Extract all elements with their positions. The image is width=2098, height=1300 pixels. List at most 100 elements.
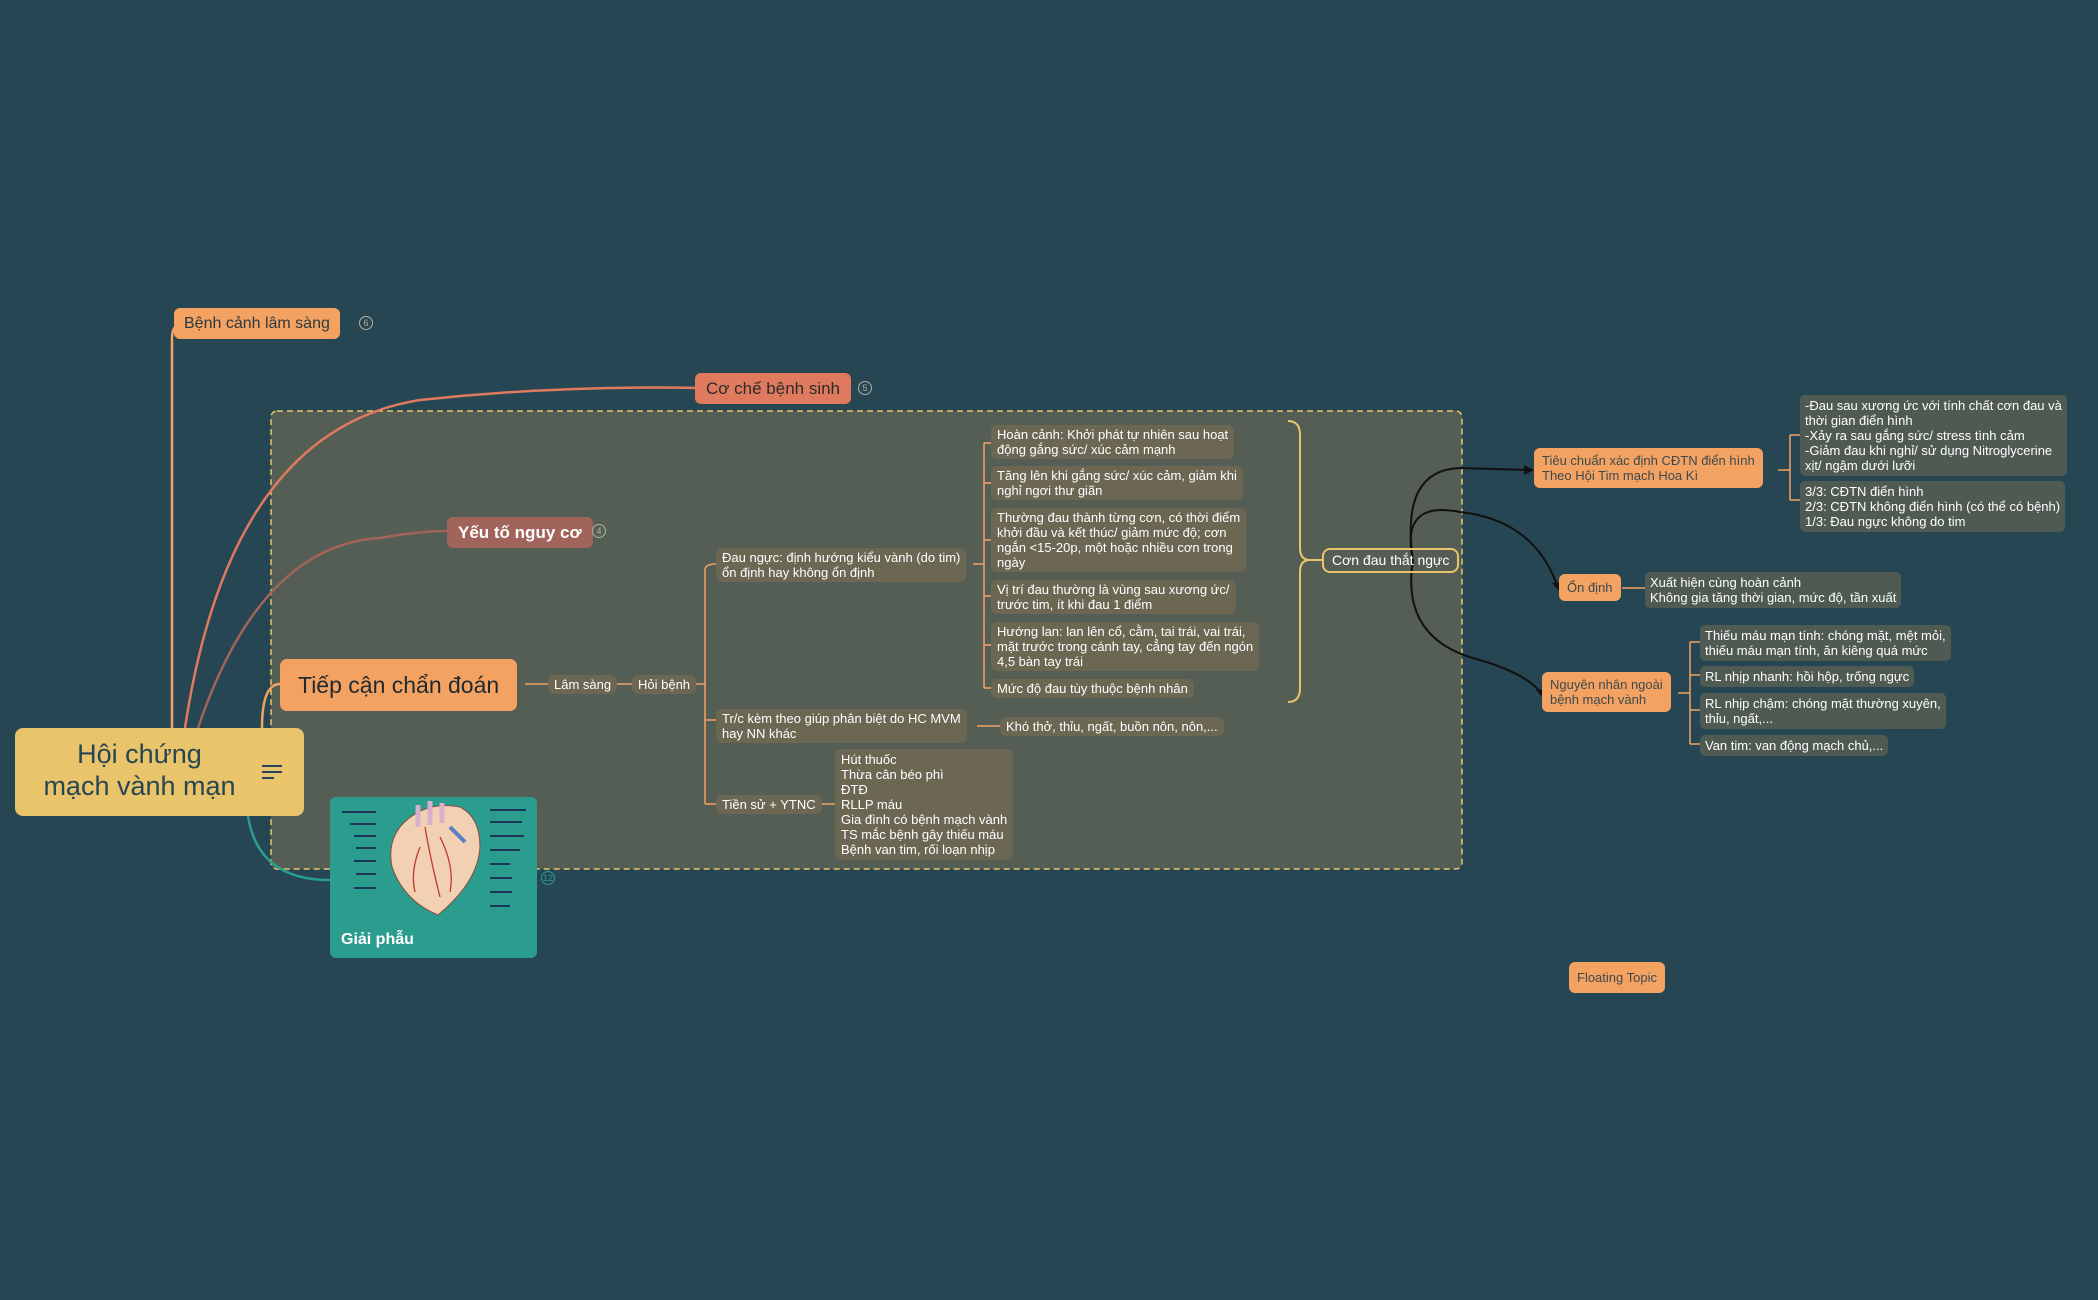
on-dinh-label: Ổn định [1567, 580, 1613, 595]
topic-hoi-benh-label: Hỏi bệnh [638, 677, 691, 692]
topic-yeu-to-label: Yếu tố nguy cơ [458, 523, 582, 542]
risk-item: Hút thuốc [841, 752, 897, 767]
detail-huong-lan[interactable]: Hướng lan: lan lên cổ, cằm, tai trái, va… [991, 622, 1260, 671]
detail-line: trước tim, ít khi đau 1 điểm [997, 597, 1153, 612]
on-dinh-note-line: Không gia tăng thời gian, mức độ, tần xu… [1650, 590, 1897, 605]
link-tiep-can [260, 682, 281, 729]
criteria-line: -Giảm đau khi nghỉ/ sử dụng Nitroglyceri… [1805, 443, 2053, 458]
detail-line: động gắng sức/ xúc cảm mạnh [997, 442, 1176, 457]
summary-label: Cơn đau thắt ngực [1332, 552, 1450, 568]
criteria-line: xịt/ ngậm dưới lưỡi [1805, 458, 1916, 473]
link-hoi-benh-children [693, 563, 717, 805]
trc-kem-line2: hay NN khác [722, 726, 797, 741]
link-nguyen-nhan-items [1678, 641, 1700, 745]
result-line: 1/3: Đau ngực không do tim [1805, 514, 1966, 529]
risk-item: TS mắc bệnh gây thiếu máu [841, 827, 1004, 842]
topic-nguyen-nhan[interactable]: Nguyên nhân ngoài bệnh mạch vành [1542, 672, 1671, 712]
link-yeu-to [196, 529, 448, 729]
cause-line: thiếu máu mạn tính, ăn kiêng quá mức [1705, 643, 1928, 658]
cause-rl-nhip-nhanh[interactable]: RL nhịp nhanh: hồi hộp, trống ngực [1700, 666, 1915, 687]
topic-co-che-benh-sinh[interactable]: Cơ chế bệnh sinh [695, 373, 852, 404]
floating-topic-label: Floating Topic [1577, 970, 1657, 985]
tieu-chuan-line2: Theo Hội Tim mạch Hoa Kì [1542, 468, 1699, 483]
cause-line: RL nhịp nhanh: hồi hộp, trống ngực [1705, 669, 1910, 684]
detail-line: 4,5 bàn tay trái [997, 654, 1083, 669]
topic-yeu-to-nguy-co[interactable]: Yếu tố nguy cơ [447, 517, 593, 548]
topic-giai-phau-label: Giải phẫu [341, 931, 414, 948]
cause-thieu-mau[interactable]: Thiếu máu mạn tính: chóng mặt, mệt mỏi, … [1700, 625, 1951, 661]
result-line: 3/3: CĐTN điển hình [1805, 484, 1924, 499]
heart-anatomy-image [342, 801, 526, 916]
tieu-chuan-line1: Tiêu chuẩn xác định CĐTN điển hình [1542, 453, 1755, 468]
detail-line: khởi đầu và kết thúc/ giảm mức độ; cơn [997, 525, 1227, 540]
collapse-badge-giai-phau[interactable]: 12 [541, 871, 555, 885]
topic-dau-nguc[interactable]: Đau ngực: định hướng kiểu vành (do tim) … [716, 548, 967, 582]
cause-line: Van tim: van động mạch chủ,... [1705, 738, 1884, 753]
topic-hoi-benh[interactable]: Hỏi bệnh [632, 675, 697, 694]
detail-line: ngày [997, 555, 1026, 570]
trc-kem-line1: Tr/c kèm theo giúp phân biệt do HC MVM [722, 711, 961, 726]
detail-vi-tri[interactable]: Vị trí đau thường là vùng sau xương ức/ … [991, 580, 1236, 614]
cause-van-tim[interactable]: Van tim: van động mạch chủ,... [1700, 735, 1889, 756]
nguyen-nhan-line2: bệnh mạch vành [1550, 692, 1647, 707]
risk-item: Thừa cân béo phì [841, 767, 944, 782]
link-benh-canh [170, 320, 189, 728]
link-nguyen-nhan [1410, 559, 1543, 696]
nguyen-nhan-line1: Nguyên nhân ngoài [1550, 677, 1663, 692]
topic-co-che-label: Cơ chế bệnh sinh [706, 379, 841, 398]
link-co-che [183, 386, 701, 729]
link-tieu-chuan-notes [1778, 434, 1800, 501]
cause-rl-nhip-cham[interactable]: RL nhịp chậm: chóng mặt thường xuyên, th… [1700, 693, 1946, 729]
detail-thuong-dau[interactable]: Thường đau thành từng cơn, có thời điểm … [991, 508, 1247, 572]
detail-tien-su-list[interactable]: Hút thuốc Thừa cân béo phì ĐTĐ RLLP máu … [835, 749, 1014, 860]
topic-giai-phau[interactable]: Giải phẫu [330, 797, 537, 958]
note-tieu-chuan-results[interactable]: 3/3: CĐTN điển hình 2/3: CĐTN không điển… [1800, 481, 2066, 532]
criteria-line: -Xảy ra sau gắng sức/ stress tình cảm [1805, 428, 2025, 443]
topic-benh-canh-lam-sang[interactable]: Bệnh cảnh lâm sàng [174, 308, 340, 339]
trc-kem-detail-label: Khó thở, thỉu, ngất, buồn nôn, nôn,... [1006, 719, 1218, 734]
risk-item: ĐTĐ [841, 782, 868, 797]
detail-line: nghỉ ngơi thư giãn [997, 483, 1103, 498]
floating-topic[interactable]: Floating Topic [1569, 962, 1665, 993]
dau-nguc-line2: ổn định hay không ổn định [722, 565, 875, 580]
central-topic-line2: mạch vành mạn [43, 771, 236, 801]
detail-line: Thường đau thành từng cơn, có thời điểm [997, 510, 1241, 525]
cause-line: thỉu, ngất,... [1705, 711, 1773, 726]
topic-benh-canh-label: Bệnh cảnh lâm sàng [184, 315, 330, 332]
detail-line: Hoàn cảnh: Khởi phát tự nhiên sau hoạt [997, 427, 1229, 442]
detail-line: Vị trí đau thường là vùng sau xương ức/ [997, 582, 1230, 597]
detail-line: Mức độ đau tùy thuộc bệnh nhân [997, 681, 1188, 696]
link-dau-nguc-children [973, 442, 991, 689]
summary-con-dau-that-nguc[interactable]: Cơn đau thắt ngực [1322, 548, 1460, 573]
link-on-dinh [1409, 509, 1559, 589]
cause-line: RL nhịp chậm: chóng mặt thường xuyên, [1705, 696, 1941, 711]
notes-icon[interactable] [260, 762, 284, 782]
note-on-dinh[interactable]: Xuất hiện cùng hoàn cảnh Không gia tăng … [1645, 572, 1902, 608]
cause-line: Thiếu máu mạn tính: chóng mặt, mệt mỏi, [1705, 628, 1946, 643]
central-topic-line1: Hội chứng [77, 739, 202, 769]
central-topic[interactable]: Hội chứng mạch vành mạn [15, 728, 304, 816]
tien-su-label: Tiền sử + YTNC [722, 797, 816, 812]
detail-muc-do[interactable]: Mức độ đau tùy thuộc bệnh nhân [991, 679, 1194, 698]
detail-line: Tăng lên khi gắng sức/ xúc cảm, giảm khi [997, 468, 1237, 483]
topic-tien-su[interactable]: Tiền sử + YTNC [716, 795, 822, 814]
detail-line: ngắn <15-20p, một hoặc nhiều cơn trong [997, 540, 1233, 555]
collapse-badge-benh-canh[interactable]: 6 [359, 316, 373, 330]
topic-tieu-chuan[interactable]: Tiêu chuẩn xác định CĐTN điển hình Theo … [1534, 448, 1763, 488]
detail-hoan-canh[interactable]: Hoàn cảnh: Khởi phát tự nhiên sau hoạt đ… [991, 425, 1235, 459]
topic-lam-sang[interactable]: Lâm sàng [548, 675, 618, 694]
criteria-line: -Đau sau xương ức với tính chất cơn đau … [1805, 398, 2062, 413]
link-giai-phau [246, 815, 331, 882]
risk-item: RLLP máu [841, 797, 903, 812]
detail-trc-kem[interactable]: Khó thở, thỉu, ngất, buồn nôn, nôn,... [1000, 717, 1224, 736]
topic-trc-kem[interactable]: Tr/c kèm theo giúp phân biệt do HC MVM h… [716, 709, 967, 743]
on-dinh-note-line: Xuất hiện cùng hoàn cảnh [1650, 575, 1802, 590]
topic-lam-sang-label: Lâm sàng [554, 677, 612, 692]
topic-on-dinh[interactable]: Ổn định [1559, 574, 1621, 601]
note-tieu-chuan-criteria[interactable]: -Đau sau xương ức với tính chất cơn đau … [1800, 395, 2067, 476]
collapse-badge-yeu-to[interactable]: 4 [592, 524, 606, 538]
collapse-badge-co-che[interactable]: 5 [858, 381, 872, 395]
detail-tang-len[interactable]: Tăng lên khi gắng sức/ xúc cảm, giảm khi… [991, 466, 1243, 500]
topic-tiep-can-chan-doan[interactable]: Tiếp cận chẩn đoán [280, 659, 518, 711]
